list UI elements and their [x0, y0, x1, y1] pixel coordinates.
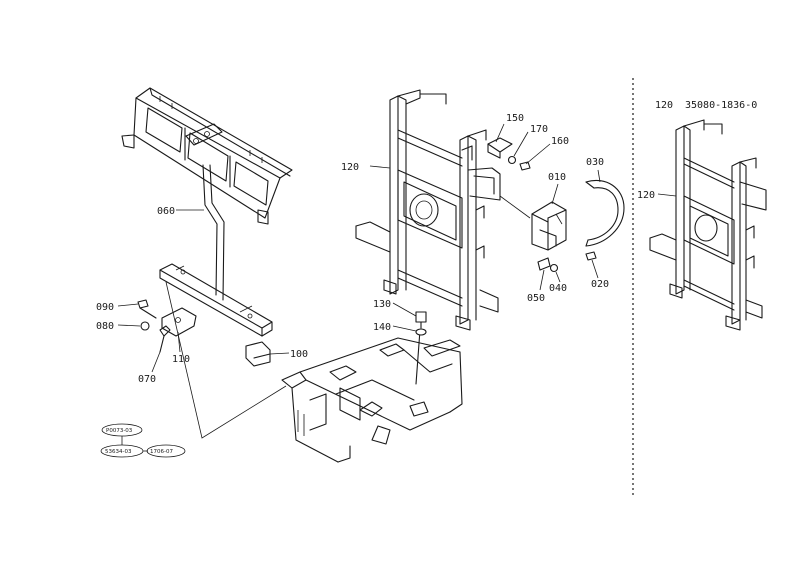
callout-110: 110: [172, 354, 190, 365]
panel-frame-drawing: [121, 87, 293, 225]
callout-140: 140: [373, 322, 391, 333]
callout-070: 070: [138, 374, 156, 385]
callout-170: 170: [530, 124, 548, 135]
band-clamp-drawing: [585, 180, 625, 247]
callout-130: 130: [373, 299, 391, 310]
base-bracket-drawing: [159, 263, 273, 337]
callout-100: 100: [290, 349, 308, 360]
callout-060: 060: [157, 206, 175, 217]
small-brackets-drawing: [161, 307, 271, 367]
callout-030: 030: [586, 157, 604, 168]
inset-header: 120 35080-1836-0: [655, 100, 757, 111]
leader-lines: [117, 123, 677, 373]
callout-150: 150: [506, 113, 524, 124]
callout-120-inset: 120: [637, 190, 655, 201]
callout-080: 080: [96, 321, 114, 332]
callout-120: 120: [341, 162, 359, 173]
inset-part-number: 120: [655, 100, 673, 111]
hardware-left-drawing: [137, 299, 171, 353]
callout-010: 010: [548, 172, 566, 183]
stamp-right: 1706-07: [150, 449, 173, 455]
callout-090: 090: [96, 302, 114, 313]
callout-040: 040: [549, 283, 567, 294]
hardware-right-drawing: [487, 137, 597, 273]
stamp-top: P0073-03: [106, 428, 133, 434]
callout-160: 160: [551, 136, 569, 147]
callout-020: 020: [591, 279, 609, 290]
main-frame-drawing: [355, 89, 501, 331]
inset-part-code: 35080-1836-0: [685, 100, 757, 111]
stamp-left: 53634-03: [105, 449, 132, 455]
mount-bracket-drawing: [531, 201, 567, 251]
callout-labels: 060 120 090 080 070 110 100 130 140 150 …: [96, 113, 655, 385]
hardware-center-drawing: [415, 311, 427, 336]
callout-050: 050: [527, 293, 545, 304]
support-stay-drawing: [202, 164, 225, 301]
inset-frame-drawing: [649, 119, 767, 331]
floor-frame-drawing: [281, 329, 463, 463]
revision-stamps: P0073-03 53634-03 1706-07: [100, 423, 186, 458]
